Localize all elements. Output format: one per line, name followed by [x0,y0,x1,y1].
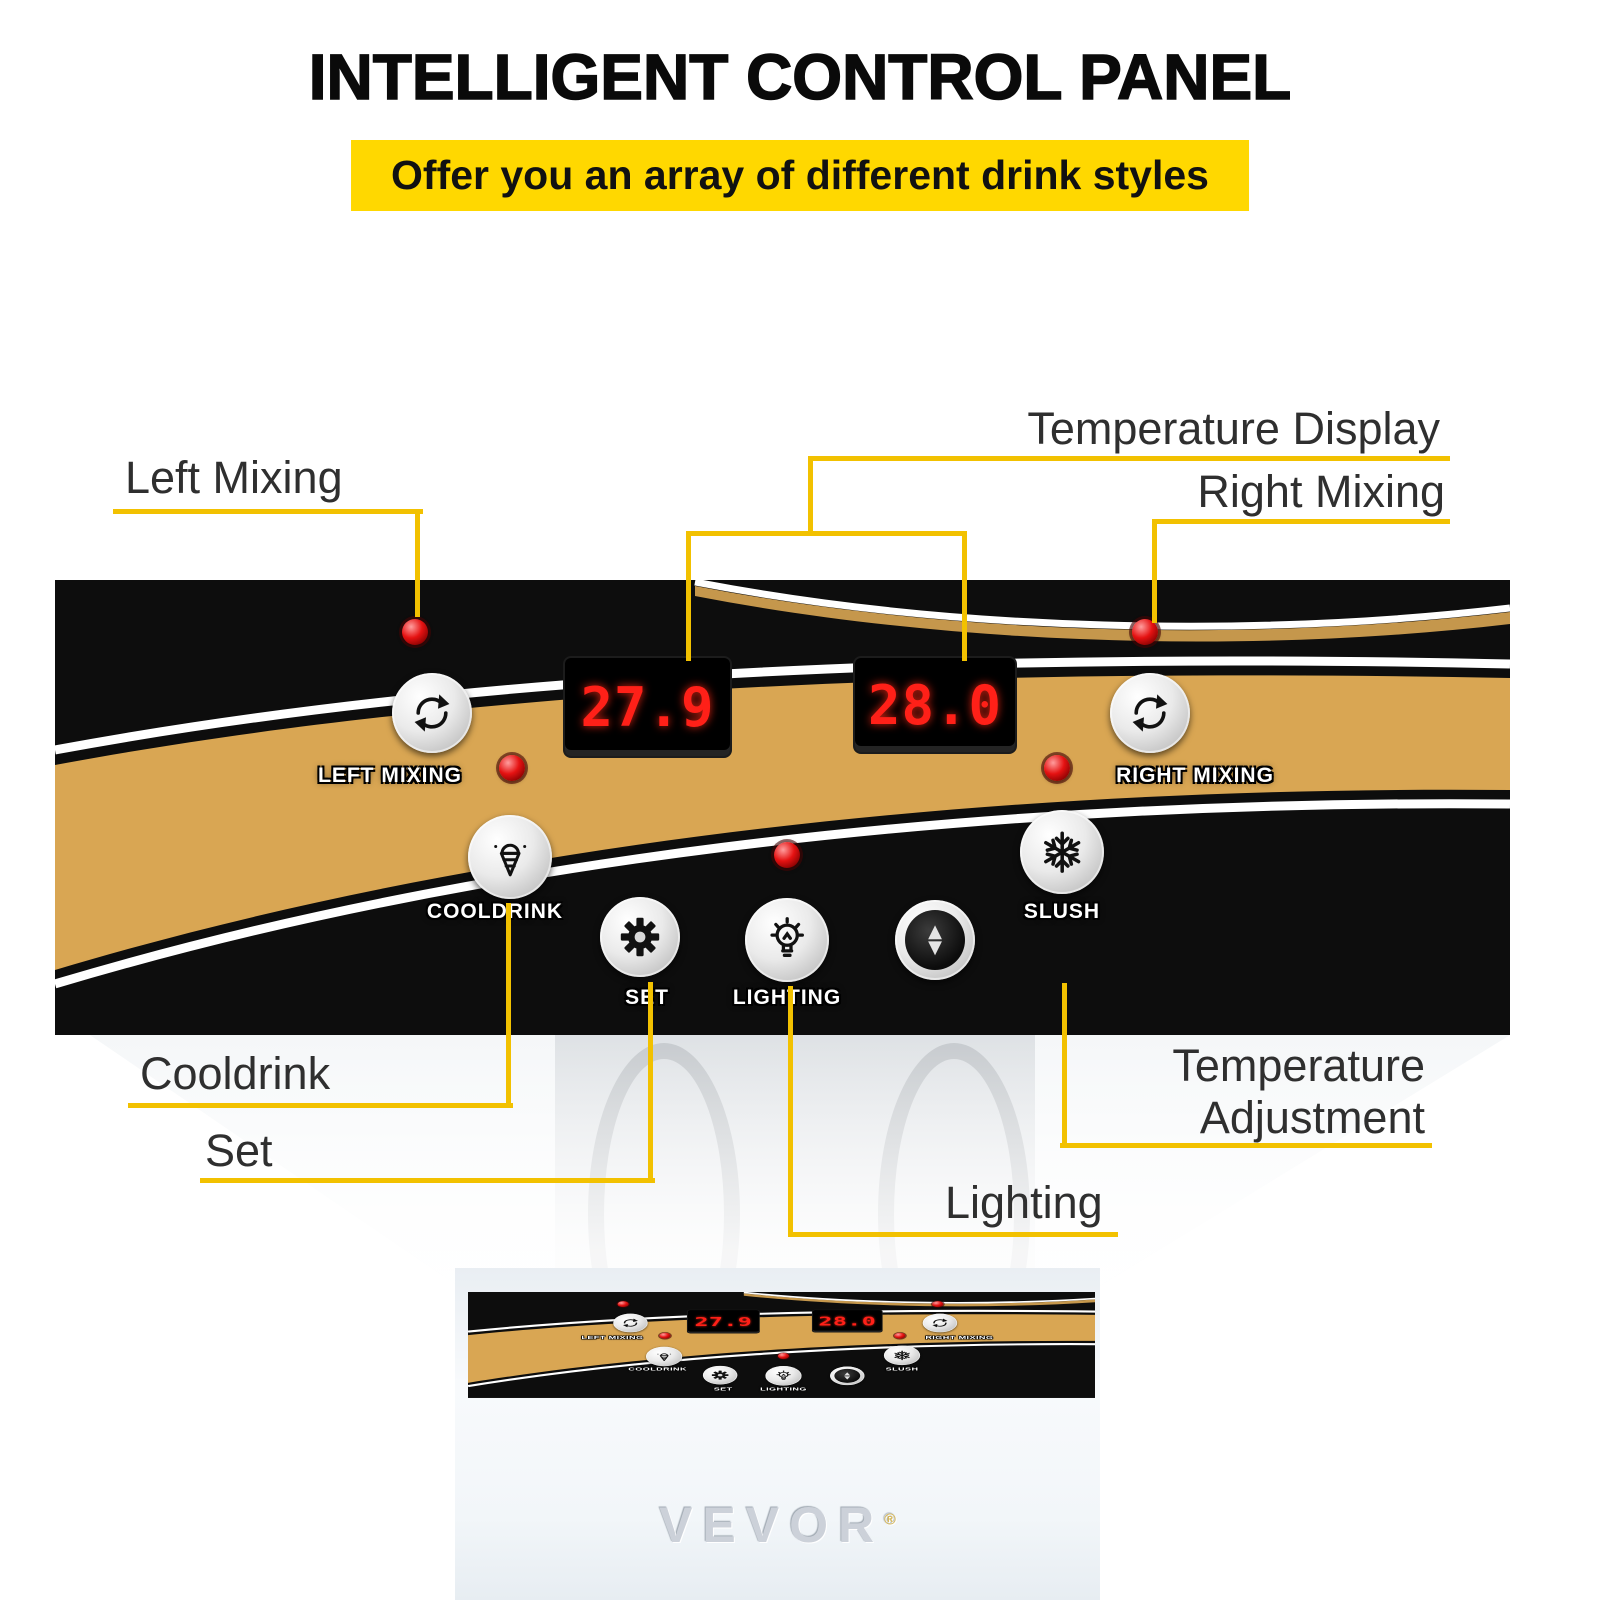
set-button[interactable] [600,897,680,977]
right-mixing-label: RIGHT MIXING [925,1334,994,1341]
left-mixing-label: LEFT MIXING [318,764,462,787]
slush-button[interactable] [1020,810,1104,894]
down-arrow-icon: ▼ [928,936,942,958]
control-panel: LEFT MIXING 27.9 28.0 RIGHT MIXING [55,580,1510,1035]
left-temperature-display: 27.9 [565,658,730,756]
callout-connector-line [1152,519,1157,623]
registered-mark: ® [884,1511,896,1529]
callout-temperature-display: Temperature Display [1027,403,1440,454]
callout-connector-line [648,982,653,1183]
callout-connector-line [962,531,967,661]
up-arrow-icon: ▲ [928,920,942,942]
brand-text: VEVOR [659,1497,885,1553]
lighting-label: LIGHTING [732,986,842,1009]
cooldrink-indicator-led [499,755,525,781]
ice-cream-cone-icon [468,815,552,899]
right-mixing-button [922,1313,958,1333]
page-title: INTELLIGENT CONTROL PANEL [308,40,1292,114]
lighting-button [765,1366,802,1386]
lighting-button[interactable] [745,898,829,982]
callout-temperature-adjustment-line1: Temperature [1172,1040,1425,1091]
callout-connector-line [1152,519,1450,524]
callout-connector-line [113,509,423,514]
cooldrink-button[interactable] [468,815,552,899]
callout-left-mixing: Left Mixing [125,452,343,503]
rotate-arrows-icon [613,1314,647,1333]
slush-label: SLUSH [1023,900,1101,923]
left-mixing-button [613,1313,648,1333]
right-mixing-label: RIGHT MIXING [1116,764,1274,787]
ice-cream-cone-icon [646,1347,682,1367]
rotate-arrows-icon [392,673,472,753]
cooldrink-button [646,1346,683,1367]
rotate-arrows-icon [1110,673,1190,753]
light-bulb-icon [745,898,829,982]
left-temperature-display: 27.9 [687,1310,759,1333]
temperature-adjustment-button: ▲ ▼ [830,1366,865,1386]
up-arrow-icon: ▲ [844,1371,851,1377]
slush-button [883,1345,921,1366]
slush-indicator-led [1044,755,1070,781]
callout-cooldrink: Cooldrink [140,1048,331,1099]
callout-temperature-adjustment-line2: Adjustment [1199,1091,1425,1143]
light-bulb-icon [765,1366,801,1386]
callout-connector-line [808,456,813,536]
callout-connector-line [506,903,511,1108]
snowflake-icon [884,1346,920,1366]
down-arrow-icon: ▼ [844,1375,851,1381]
brand-logo: VEVOR® [455,1496,1100,1554]
left-temperature-value: 27.9 [694,1314,753,1329]
lighting-indicator-led [777,1353,790,1360]
snowflake-icon [1020,810,1104,894]
callout-set: Set [205,1125,273,1176]
callout-connector-line [686,531,967,536]
callout-connector-line [788,1232,1118,1237]
machine-ghost [90,1035,1510,1287]
set-label: SET [625,986,669,1009]
callout-connector-line [200,1178,655,1183]
cooldrink-label: COOLDRINK [628,1366,687,1372]
left-mixing-indicator-led [402,619,428,645]
left-mixing-button[interactable] [392,673,472,753]
set-label: SET [713,1386,733,1392]
right-temperature-display: 28.0 [855,658,1015,752]
right-temperature-value: 28.0 [867,673,1003,737]
callout-temperature-adjustment: Temperature Adjustment [1172,1040,1425,1144]
gear-icon [703,1366,737,1385]
callout-connector-line [1060,1143,1432,1148]
right-temperature-value: 28.0 [818,1313,877,1329]
callout-right-mixing: Right Mixing [1197,466,1445,517]
slush-label: SLUSH [885,1366,919,1372]
callout-connector-line [686,531,691,661]
lighting-indicator-led [774,842,800,868]
gear-icon [600,897,680,977]
temperature-adjustment-button[interactable]: ▲ ▼ [895,900,975,980]
cooldrink-label: COOLDRINK [426,900,564,923]
up-down-arrows-icon: ▲ ▼ [834,1368,861,1383]
slush-indicator-led [894,1332,906,1339]
left-mixing-indicator-led [617,1301,629,1308]
left-mixing-label: LEFT MIXING [581,1334,644,1341]
callout-connector-line [810,456,1450,461]
callout-connector-line [788,986,793,1237]
callout-connector-line [415,509,420,617]
control-panel: LEFT MIXING 27.9 28.0 RIGHT MIXING [468,1292,1095,1398]
rotate-arrows-icon [923,1314,957,1333]
right-temperature-display: 28.0 [812,1310,882,1333]
up-down-arrows-icon: ▲ ▼ [904,909,966,971]
set-button [702,1365,738,1385]
callout-lighting: Lighting [945,1177,1103,1228]
mini-control-panel: LEFT MIXING 27.9 28.0 RIGHT MIXING [468,1292,1095,1398]
callout-connector-line [1062,983,1067,1148]
callout-connector-line [128,1103,513,1108]
subtitle-banner: Offer you an array of different drink st… [351,140,1249,211]
right-mixing-indicator-led [932,1301,944,1308]
cooldrink-indicator-led [659,1332,671,1339]
lighting-label: LIGHTING [760,1386,807,1392]
right-mixing-indicator-led [1132,619,1158,645]
right-mixing-button[interactable] [1110,673,1190,753]
left-temperature-value: 27.9 [580,675,715,739]
